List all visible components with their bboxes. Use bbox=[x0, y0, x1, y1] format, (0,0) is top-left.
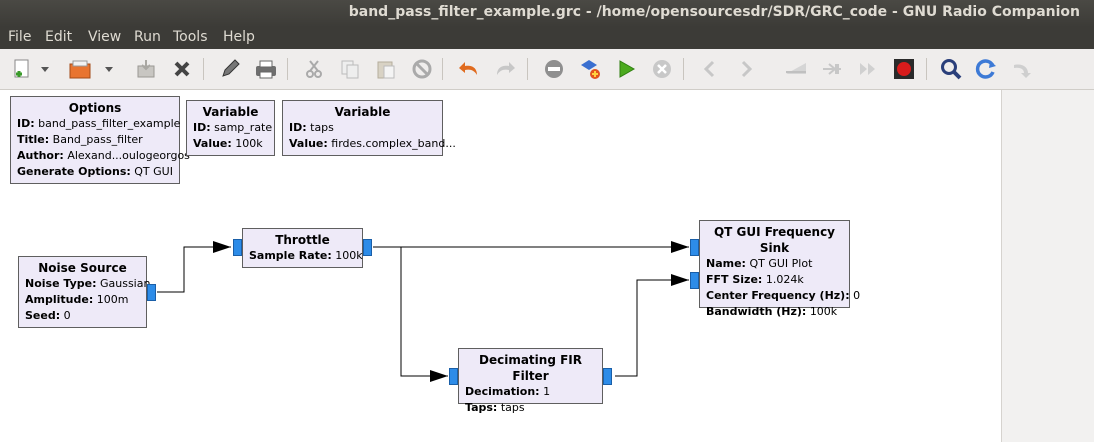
redo-icon[interactable] bbox=[1008, 55, 1036, 83]
copy-icon[interactable] bbox=[336, 55, 364, 83]
menu-help[interactable]: Help bbox=[223, 29, 255, 45]
side-panel bbox=[1001, 90, 1094, 442]
block-variable-taps[interactable]: Variable ID: taps Value: firdes.complex_… bbox=[282, 100, 456, 156]
close-icon[interactable] bbox=[168, 55, 196, 83]
menu-run[interactable]: Run bbox=[134, 29, 161, 45]
throttle-in-port[interactable] bbox=[233, 239, 242, 256]
disable-block-icon[interactable] bbox=[854, 55, 882, 83]
stop-icon[interactable] bbox=[648, 55, 676, 83]
menu-view[interactable]: View bbox=[88, 29, 122, 45]
block-throttle[interactable]: Throttle Sample Rate: 100k bbox=[242, 228, 363, 268]
paste-icon[interactable] bbox=[372, 55, 400, 83]
menu-edit[interactable]: Edit bbox=[45, 29, 73, 45]
redo-icon[interactable] bbox=[491, 55, 519, 83]
menu-file[interactable]: File bbox=[8, 29, 32, 45]
dropdown-icon[interactable] bbox=[38, 55, 52, 83]
menu-bar: File Edit View Run Tools Help bbox=[0, 27, 1094, 49]
open-icon[interactable] bbox=[66, 55, 94, 83]
edit-icon[interactable] bbox=[216, 55, 244, 83]
noise-out-port[interactable] bbox=[147, 284, 156, 301]
block-title: Variable bbox=[334, 105, 391, 119]
dropdown-icon[interactable] bbox=[102, 55, 116, 83]
fir-out-port[interactable] bbox=[603, 368, 612, 385]
block-title: Decimating FIR Filter bbox=[479, 353, 582, 383]
window-title: band_pass_filter_example.grc - /home/ope… bbox=[348, 4, 1080, 20]
block-decimating-fir-filter[interactable]: Decimating FIR Filter Decimation: 1 Taps… bbox=[458, 348, 603, 414]
title-bar: band_pass_filter_example.grc - /home/ope… bbox=[0, 0, 1094, 27]
enable-icon[interactable] bbox=[782, 55, 810, 83]
block-title: Options bbox=[68, 101, 122, 115]
generate-icon[interactable] bbox=[576, 55, 604, 83]
find-icon[interactable] bbox=[937, 55, 965, 83]
reload-icon[interactable] bbox=[972, 55, 1000, 83]
fir-in-port[interactable] bbox=[449, 368, 458, 385]
bypass-icon[interactable] bbox=[818, 55, 846, 83]
new-icon[interactable] bbox=[8, 55, 36, 83]
block-variable-samp-rate[interactable]: Variable ID: samp_rate Value: 100k bbox=[186, 100, 275, 156]
block-title: Throttle bbox=[275, 233, 330, 247]
block-options[interactable]: Options ID: band_pass_filter_example Tit… bbox=[10, 96, 190, 184]
menu-tools[interactable]: Tools bbox=[173, 29, 208, 45]
run-icon[interactable] bbox=[612, 55, 640, 83]
throttle-out-port[interactable] bbox=[363, 239, 372, 256]
kill-icon[interactable] bbox=[890, 55, 918, 83]
rotate-right-icon[interactable] bbox=[732, 55, 760, 83]
disable-block-icon[interactable] bbox=[540, 55, 568, 83]
block-title: Variable bbox=[202, 105, 259, 119]
sink-in-port-0[interactable] bbox=[690, 239, 699, 256]
rotate-left-icon[interactable] bbox=[696, 55, 724, 83]
sink-in-port-1[interactable] bbox=[690, 272, 699, 289]
block-title: Noise Source bbox=[38, 261, 127, 275]
block-title: QT GUI Frequency Sink bbox=[713, 225, 836, 255]
undo-icon[interactable] bbox=[455, 55, 483, 83]
block-noise-source[interactable]: Noise Source Noise Type: Gaussian Amplit… bbox=[18, 256, 150, 328]
toolbar bbox=[0, 49, 1094, 90]
cut-icon[interactable] bbox=[300, 55, 328, 83]
disable-icon[interactable] bbox=[408, 55, 436, 83]
block-qt-gui-frequency-sink[interactable]: QT GUI Frequency Sink Name: QT GUI Plot … bbox=[699, 220, 860, 318]
save-icon[interactable] bbox=[132, 55, 160, 83]
print-icon[interactable] bbox=[252, 55, 280, 83]
